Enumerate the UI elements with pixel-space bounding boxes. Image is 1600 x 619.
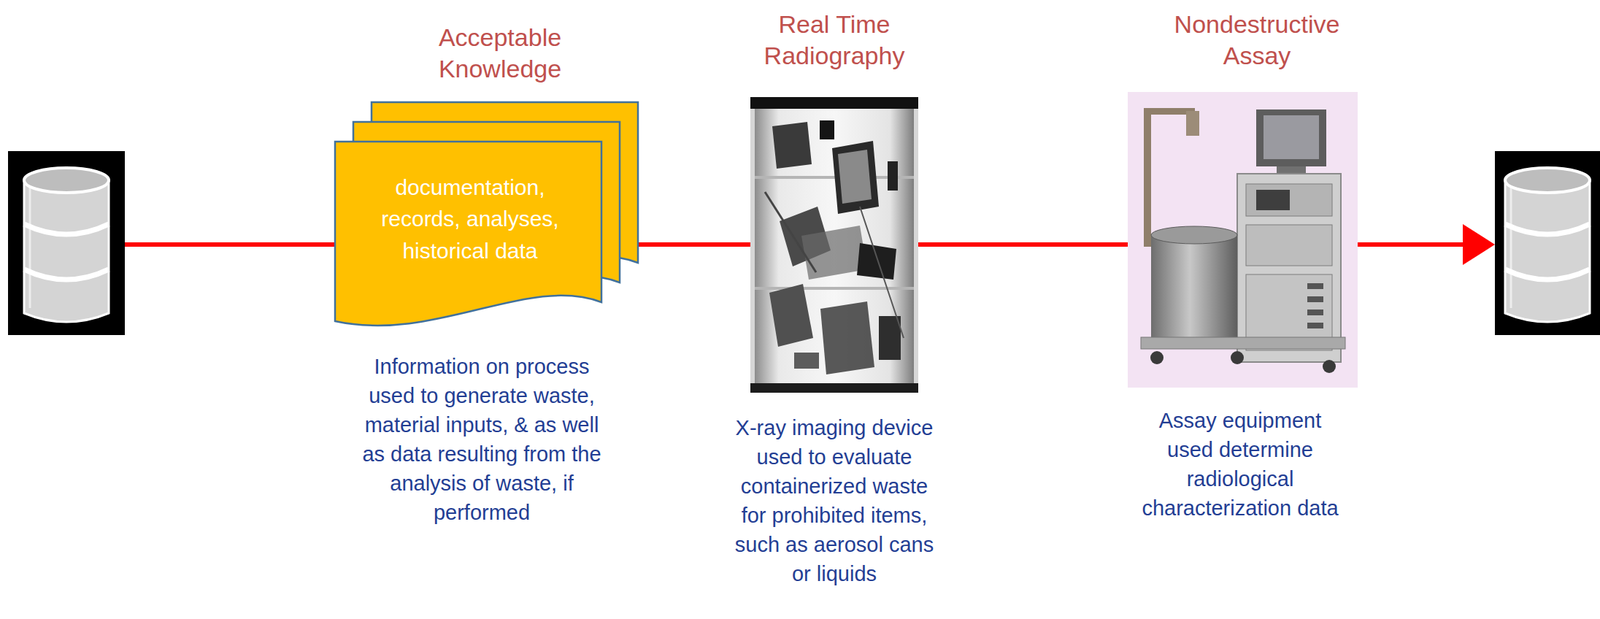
document-stack: Acceptable Knowledgedocumentation, recor… bbox=[335, 102, 638, 329]
flow-connector bbox=[637, 242, 751, 247]
arrow-head bbox=[1462, 224, 1495, 265]
step-heading: Nondestructive Assay bbox=[1147, 8, 1367, 71]
text-slot: Acceptable Knowledge bbox=[390, 21, 610, 84]
text-slot: Real Time Radiography bbox=[724, 8, 944, 71]
step-description: Information on process used to generate … bbox=[356, 351, 609, 528]
assay-equipment-photo bbox=[1127, 91, 1358, 388]
document-text: documentation, records, analyses, histor… bbox=[360, 171, 580, 268]
step-description: X-ray imaging device used to evaluate co… bbox=[727, 413, 943, 589]
flow-line bbox=[1357, 242, 1466, 247]
text-slot: X-ray imaging device used to evaluate co… bbox=[727, 413, 943, 589]
text-slot: Information on process used to generate … bbox=[356, 351, 609, 528]
text-slot: Nondestructive Assay bbox=[1147, 8, 1367, 71]
step-heading: Acceptable Knowledge bbox=[390, 21, 610, 84]
flow-connector bbox=[918, 242, 1128, 247]
text-slot: Assay equipment used determine radiologi… bbox=[1136, 405, 1345, 523]
flow-line bbox=[124, 242, 336, 247]
text-slot: documentation, records, analyses, histor… bbox=[360, 171, 580, 268]
barrel-icon bbox=[8, 151, 125, 336]
step-description: Assay equipment used determine radiologi… bbox=[1136, 405, 1345, 523]
xray-image bbox=[750, 97, 919, 393]
step-heading: Real Time Radiography bbox=[724, 8, 944, 71]
document-page bbox=[335, 141, 602, 326]
process-step: Nondestructive AssayAssay equipment used… bbox=[1127, 91, 1358, 388]
barrel-icon bbox=[1494, 151, 1600, 336]
process-step: Real Time RadiographyX-ray imaging devic… bbox=[750, 97, 919, 393]
